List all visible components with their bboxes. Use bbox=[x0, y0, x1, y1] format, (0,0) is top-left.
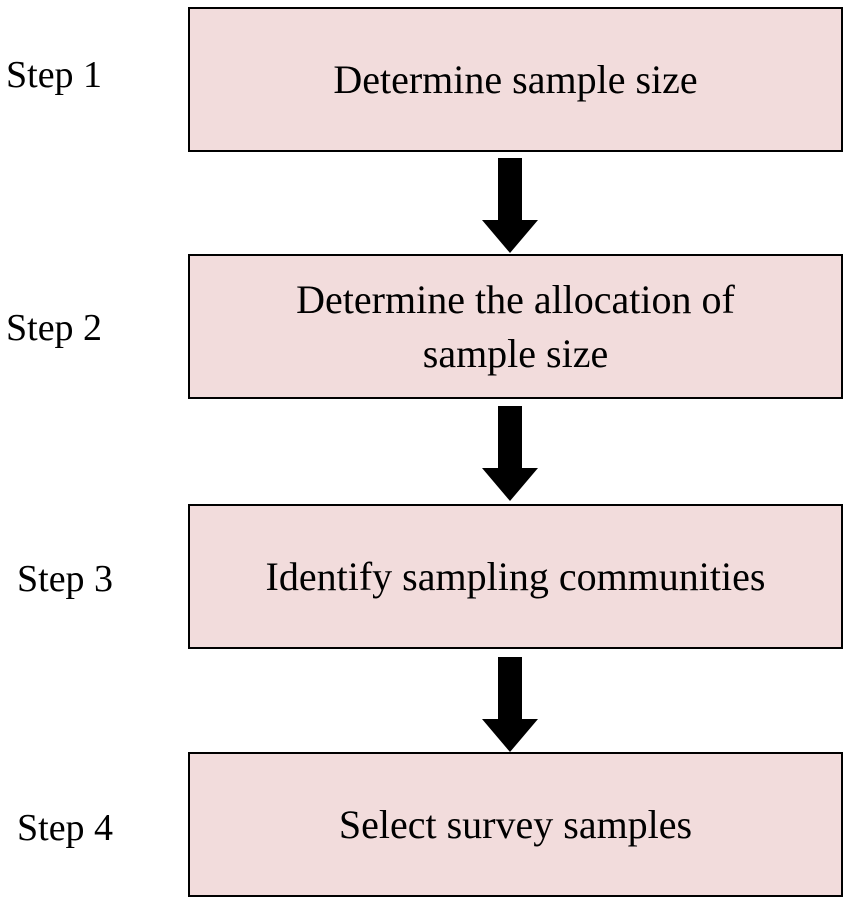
step-4-box: Select survey samples bbox=[188, 752, 843, 897]
step-2-label: Step 2 bbox=[6, 307, 103, 349]
step-1-box-text: Determine sample size bbox=[333, 56, 698, 102]
step-4-box-text: Select survey samples bbox=[338, 801, 693, 847]
arrow-2-shape bbox=[482, 406, 538, 501]
step-3-box: Identify sampling communities bbox=[188, 504, 843, 649]
step-2-box: Determine the allocation of sample size bbox=[188, 254, 843, 399]
step-3-label: Step 3 bbox=[17, 558, 114, 600]
step-2-box-text-line-1: Determine the allocation of bbox=[296, 276, 735, 322]
arrow-3-shape bbox=[482, 657, 538, 752]
step-3-box-text: Identify sampling communities bbox=[265, 553, 766, 599]
arrow-down-icon bbox=[482, 158, 538, 253]
step-4-label: Step 4 bbox=[17, 807, 114, 849]
arrow-down-icon bbox=[482, 657, 538, 752]
step-1-label: Step 1 bbox=[6, 54, 103, 96]
arrow-1-shape bbox=[482, 158, 538, 253]
step-1-box: Determine sample size bbox=[188, 7, 843, 152]
step-2-box-text-line-2: sample size bbox=[422, 330, 609, 376]
arrow-down-icon bbox=[482, 406, 538, 501]
